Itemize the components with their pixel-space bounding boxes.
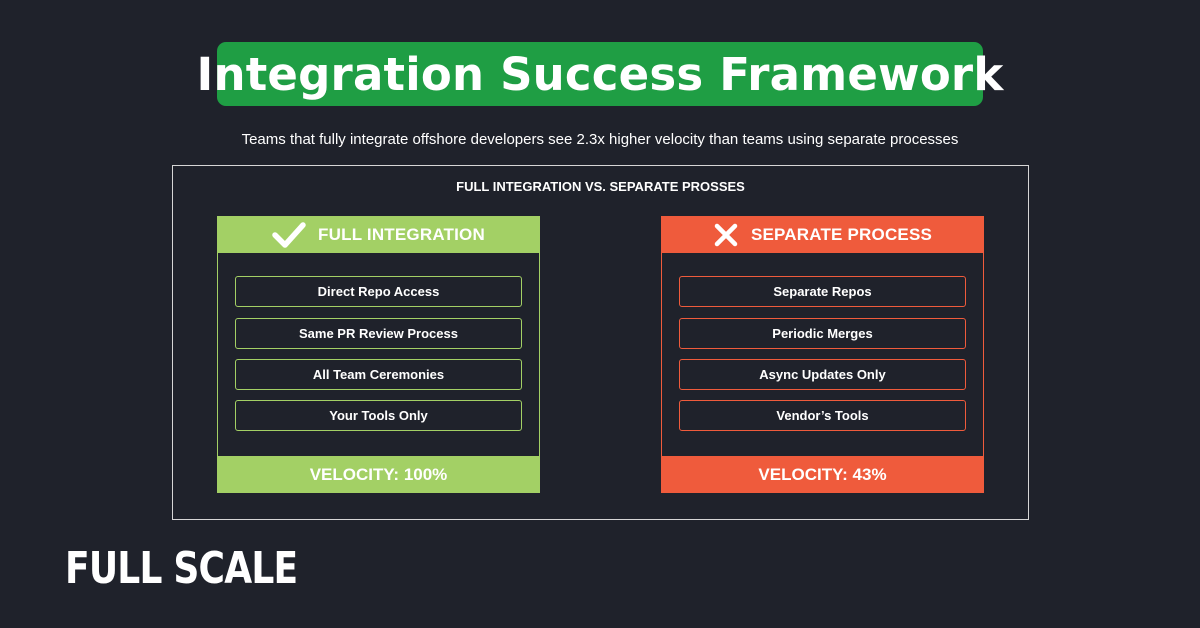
title-banner: Integration Success Framework bbox=[197, 42, 1003, 106]
full-integration-velocity: VELOCITY: 100% bbox=[217, 456, 540, 493]
comparison-heading: FULL INTEGRATION VS. SEPARATE PROSSES bbox=[456, 179, 745, 194]
list-item: Separate Repos bbox=[679, 276, 966, 307]
list-item: Same PR Review Process bbox=[235, 318, 522, 349]
list-item: Direct Repo Access bbox=[235, 276, 522, 307]
list-item: Your Tools Only bbox=[235, 400, 522, 431]
list-item: Async Updates Only bbox=[679, 359, 966, 390]
x-mark-icon bbox=[714, 223, 738, 246]
separate-process-list: Separate Repos Periodic Merges Async Upd… bbox=[661, 253, 984, 456]
list-item: All Team Ceremonies bbox=[235, 359, 522, 390]
full-integration-label: FULL INTEGRATION bbox=[318, 224, 485, 244]
full-integration-header: FULL INTEGRATION bbox=[217, 216, 540, 253]
full-scale-logo: FULL SCALE bbox=[65, 542, 298, 594]
separate-process-header: SEPARATE PROCESS bbox=[661, 216, 984, 253]
list-item: Periodic Merges bbox=[679, 318, 966, 349]
page-title: Integration Success Framework bbox=[196, 47, 1004, 101]
separate-process-label: SEPARATE PROCESS bbox=[750, 224, 933, 244]
subtitle: Teams that fully integrate offshore deve… bbox=[241, 131, 959, 148]
separate-process-card: SEPARATE PROCESS Separate Repos Periodic… bbox=[661, 216, 984, 493]
separate-process-velocity: VELOCITY: 43% bbox=[661, 456, 984, 493]
comparison-frame: FULL INTEGRATION VS. SEPARATE PROSSES FU… bbox=[172, 165, 1029, 520]
full-integration-card: FULL INTEGRATION Direct Repo Access Same… bbox=[217, 216, 540, 493]
full-integration-list: Direct Repo Access Same PR Review Proces… bbox=[217, 253, 540, 456]
checkmark-icon bbox=[272, 221, 306, 248]
list-item: Vendor’s Tools bbox=[679, 400, 966, 431]
